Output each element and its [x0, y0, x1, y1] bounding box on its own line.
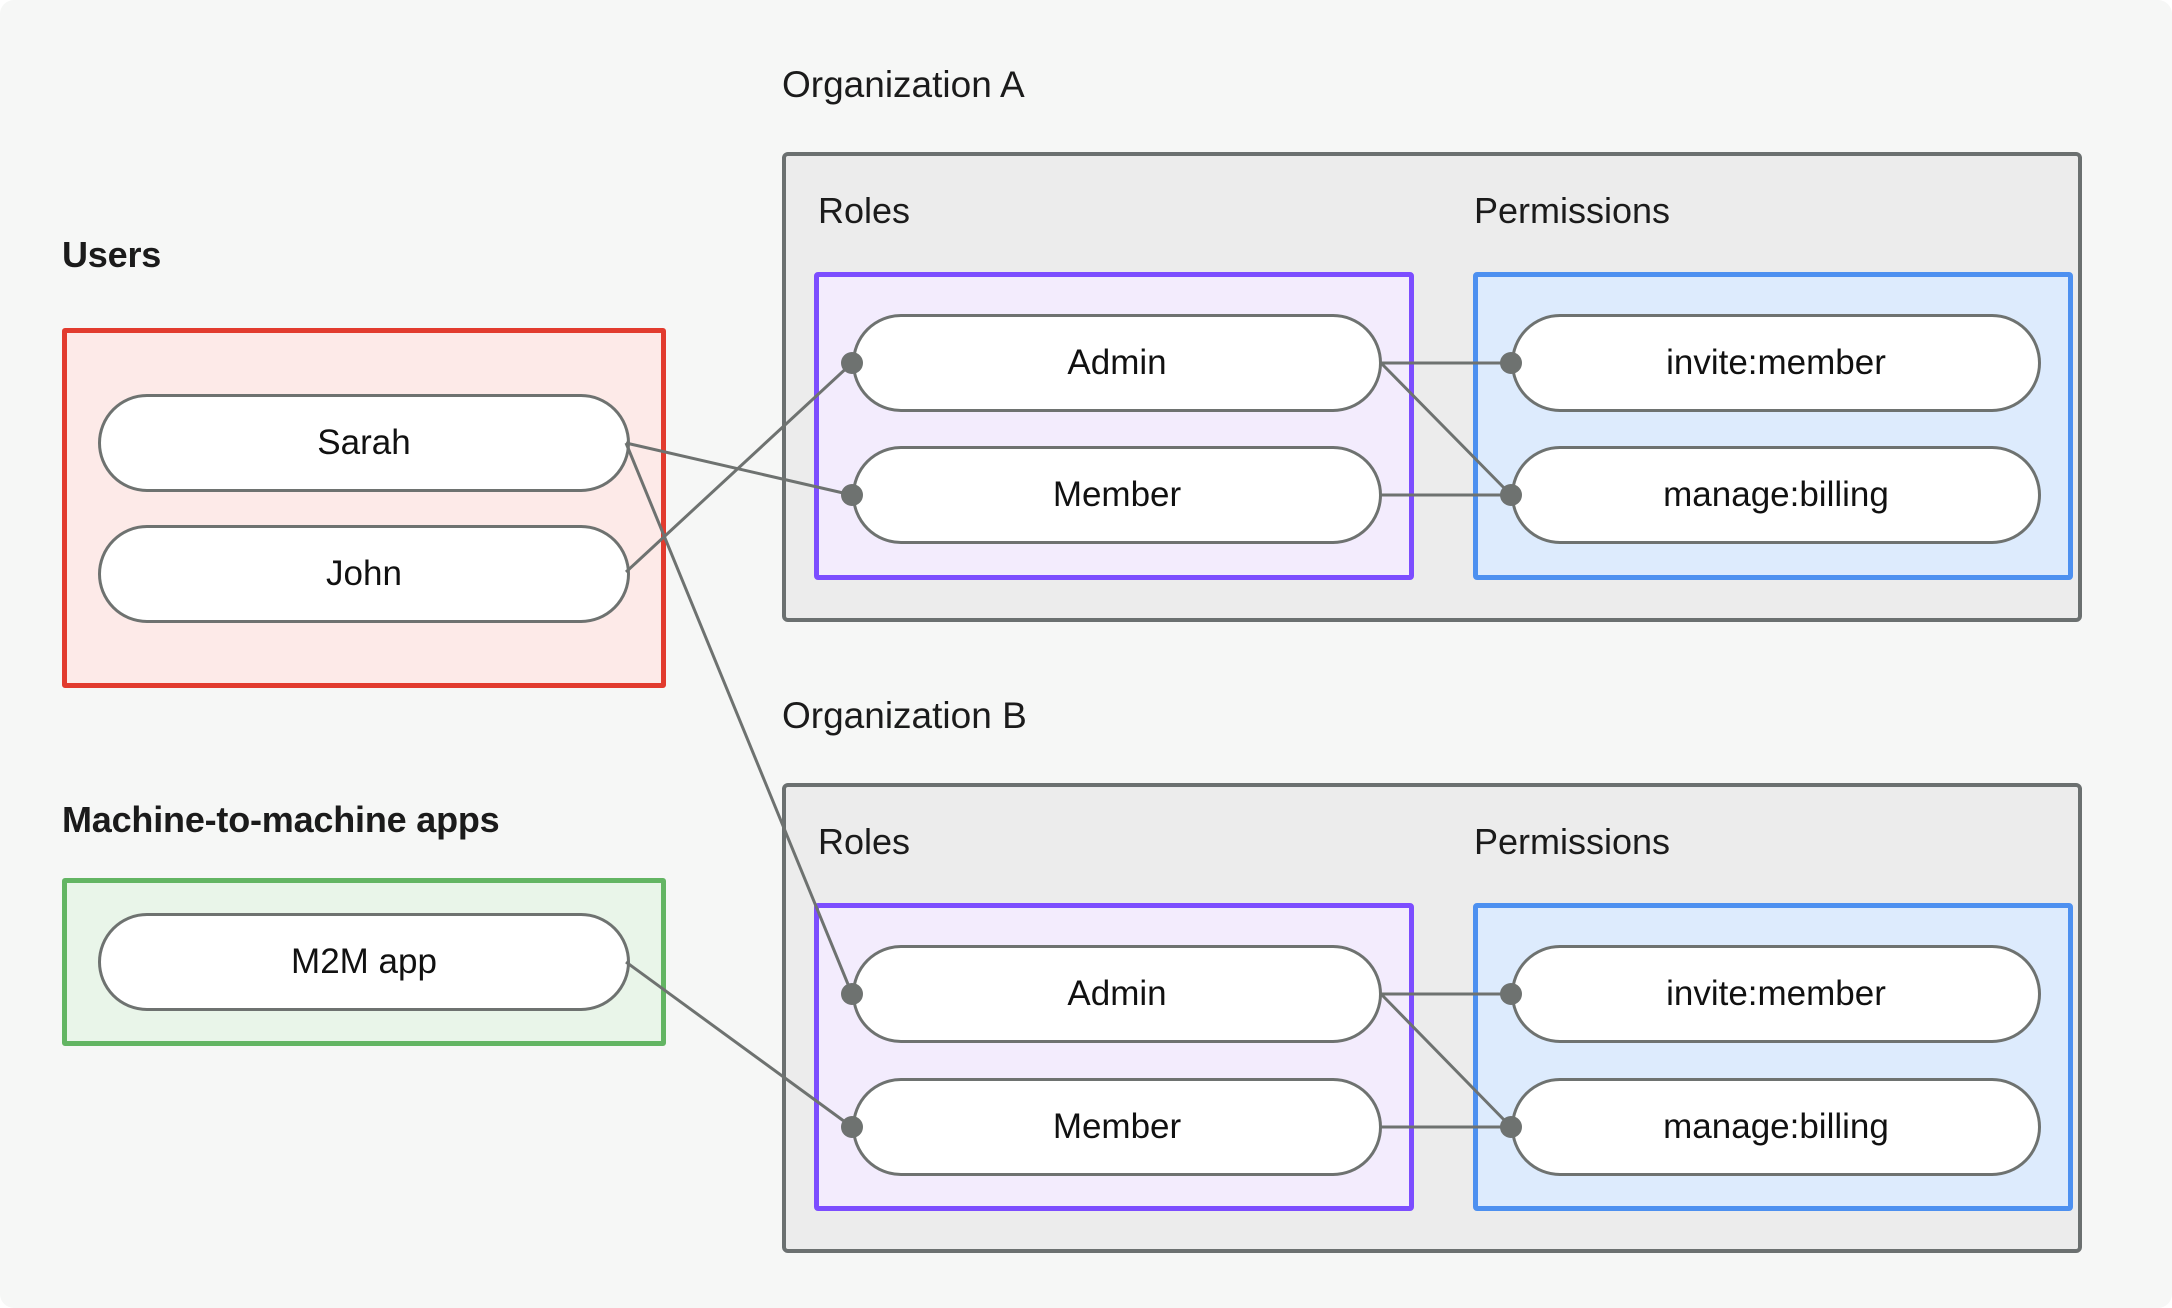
node-org-b-invite-member[interactable]: invite:member — [1511, 945, 2041, 1043]
org-a-permissions-label: Permissions — [1474, 190, 1671, 231]
users-group-label: Users — [62, 234, 162, 275]
node-org-a-manage-billing[interactable]: manage:billing — [1511, 446, 2041, 544]
org-a-roles-label: Roles — [818, 190, 911, 231]
node-org-a-invite-member[interactable]: invite:member — [1511, 314, 2041, 412]
node-sarah[interactable]: Sarah — [98, 394, 630, 492]
org-b-permissions-label: Permissions — [1474, 821, 1671, 862]
node-john[interactable]: John — [98, 525, 630, 623]
node-org-b-admin[interactable]: Admin — [852, 945, 1382, 1043]
node-m2m-app[interactable]: M2M app — [98, 913, 630, 1011]
org-b-roles-label: Roles — [818, 821, 911, 862]
org-b-title: Organization B — [782, 695, 1027, 736]
users-group-box — [62, 328, 666, 688]
m2m-group-label: Machine-to-machine apps — [62, 799, 500, 840]
node-org-b-manage-billing[interactable]: manage:billing — [1511, 1078, 2041, 1176]
node-org-a-admin[interactable]: Admin — [852, 314, 1382, 412]
node-org-b-member[interactable]: Member — [852, 1078, 1382, 1176]
org-a-title: Organization A — [782, 64, 1025, 105]
node-org-a-member[interactable]: Member — [852, 446, 1382, 544]
